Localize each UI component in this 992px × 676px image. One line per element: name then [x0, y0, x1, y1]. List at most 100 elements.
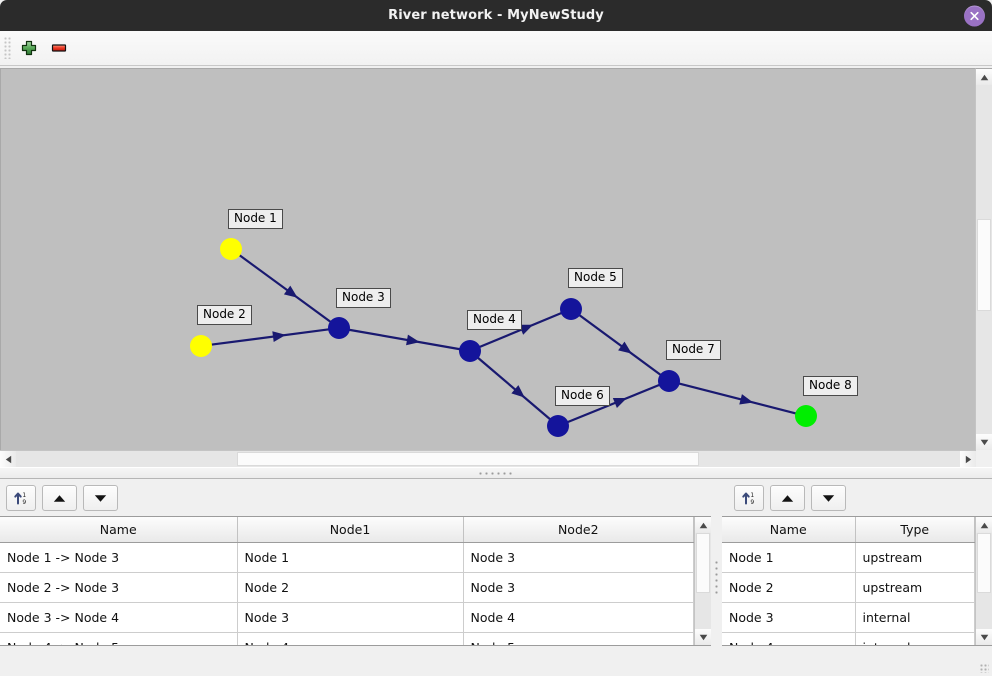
- arrow-down-icon: [822, 494, 835, 503]
- table-row[interactable]: Node 2upstream: [722, 573, 975, 603]
- table-cell[interactable]: internal: [855, 603, 975, 633]
- vertical-splitter[interactable]: [711, 479, 722, 676]
- graph-node-node-2[interactable]: [190, 335, 212, 357]
- nodes-vscroll-thumb[interactable]: [977, 533, 991, 593]
- branches-scroll-up-button[interactable]: [695, 517, 711, 533]
- graph-node-label-node-4[interactable]: Node 4: [467, 310, 522, 330]
- delete-node-button[interactable]: [44, 34, 74, 62]
- edge-Node5-Node7[interactable]: [579, 315, 661, 375]
- table-row[interactable]: Node 1upstream: [722, 543, 975, 573]
- graph-node-label-node-6[interactable]: Node 6: [555, 386, 610, 406]
- graph-node-node-6[interactable]: [547, 415, 569, 437]
- table-cell[interactable]: Node 4: [722, 633, 855, 646]
- table-cell[interactable]: Node 4: [463, 603, 694, 633]
- network-canvas[interactable]: Node 1 Node 2 Node 3 Node 4 Node 5 Node 6 Node…: [0, 68, 975, 450]
- branches-table[interactable]: NameNode1Node2Node 1 -> Node 3Node 1Node…: [0, 517, 694, 645]
- table-cell[interactable]: Node 2 -> Node 3: [0, 573, 237, 603]
- branches-scroll-down-button[interactable]: [695, 629, 711, 645]
- branches-vertical-scrollbar[interactable]: [694, 517, 711, 645]
- scroll-left-button[interactable]: [0, 451, 16, 467]
- table-row[interactable]: Node 2 -> Node 3Node 2Node 3: [0, 573, 694, 603]
- table-cell[interactable]: Node 3: [237, 603, 463, 633]
- canvas-vscroll-track[interactable]: [976, 85, 992, 434]
- graph-node-label-node-1[interactable]: Node 1: [228, 209, 283, 229]
- add-node-button[interactable]: [14, 34, 44, 62]
- branches-move-up-button[interactable]: [42, 485, 77, 511]
- graph-node-node-8[interactable]: [795, 405, 817, 427]
- graph-node-node-4[interactable]: [459, 340, 481, 362]
- column-header-node2[interactable]: Node2: [463, 517, 694, 543]
- table-cell[interactable]: Node 5: [463, 633, 694, 646]
- column-header-name[interactable]: Name: [0, 517, 237, 543]
- network-graph-panel: Node 1 Node 2 Node 3 Node 4 Node 5 Node 6 Node…: [0, 66, 992, 467]
- canvas-horizontal-scrollbar[interactable]: [0, 450, 976, 467]
- table-cell[interactable]: internal: [855, 633, 975, 646]
- nodes-move-down-button[interactable]: [811, 485, 846, 511]
- table-row[interactable]: Node 3 -> Node 4Node 3Node 4: [0, 603, 694, 633]
- canvas-hscroll-thumb[interactable]: [237, 452, 699, 466]
- edge-Node4-Node6[interactable]: [478, 357, 551, 419]
- close-button[interactable]: [964, 5, 985, 26]
- scroll-up-button[interactable]: [976, 69, 992, 85]
- resize-grip[interactable]: [980, 664, 989, 673]
- table-cell[interactable]: upstream: [855, 543, 975, 573]
- canvas-vertical-scrollbar[interactable]: [975, 68, 992, 450]
- graph-node-label-node-2[interactable]: Node 2: [197, 305, 252, 325]
- table-row[interactable]: Node 3internal: [722, 603, 975, 633]
- column-header-type[interactable]: Type: [855, 517, 975, 543]
- table-cell[interactable]: Node 1: [722, 543, 855, 573]
- graph-node-label-node-7[interactable]: Node 7: [666, 340, 721, 360]
- branches-sort-button[interactable]: 1 9: [6, 485, 36, 511]
- nodes-grid[interactable]: NameTypeNode 1upstreamNode 2upstreamNode…: [722, 517, 975, 645]
- sort-ascending-icon: 1 9: [13, 490, 29, 506]
- table-cell[interactable]: Node 1: [237, 543, 463, 573]
- edge-Node1-Node3[interactable]: [239, 255, 331, 322]
- graph-node-node-7[interactable]: [658, 370, 680, 392]
- table-cell[interactable]: Node 3: [722, 603, 855, 633]
- graph-node-node-1[interactable]: [220, 238, 242, 260]
- graph-node-label-node-5[interactable]: Node 5: [568, 268, 623, 288]
- table-cell[interactable]: Node 3 -> Node 4: [0, 603, 237, 633]
- horizontal-splitter[interactable]: [0, 467, 992, 479]
- canvas-vscroll-thumb[interactable]: [977, 219, 991, 311]
- table-cell[interactable]: upstream: [855, 573, 975, 603]
- vertical-splitter-grip: [715, 561, 718, 595]
- table-cell[interactable]: Node 2: [722, 573, 855, 603]
- branches-vscroll-track[interactable]: [695, 533, 711, 629]
- table-header-row: NameType: [722, 517, 975, 543]
- table-row[interactable]: Node 4 -> Node 5Node 4Node 5: [0, 633, 694, 646]
- table-cell[interactable]: Node 1 -> Node 3: [0, 543, 237, 573]
- graph-hscroll-row: [0, 450, 992, 467]
- nodes-move-up-button[interactable]: [770, 485, 805, 511]
- graph-node-node-3[interactable]: [328, 317, 350, 339]
- table-cell[interactable]: Node 3: [463, 543, 694, 573]
- table-row[interactable]: Node 1 -> Node 3Node 1Node 3: [0, 543, 694, 573]
- table-cell[interactable]: Node 4: [237, 633, 463, 646]
- edge-Node2-Node3[interactable]: [211, 329, 329, 344]
- graph-node-label-node-3[interactable]: Node 3: [336, 288, 391, 308]
- toolbar-drag-handle[interactable]: [4, 37, 11, 59]
- table-cell[interactable]: Node 2: [237, 573, 463, 603]
- table-cell[interactable]: Node 4 -> Node 5: [0, 633, 237, 646]
- graph-node-node-5[interactable]: [560, 298, 582, 320]
- table-cell[interactable]: Node 3: [463, 573, 694, 603]
- canvas-hscroll-track[interactable]: [16, 451, 960, 467]
- nodes-sort-button[interactable]: 1 9: [734, 485, 764, 511]
- column-header-node1[interactable]: Node1: [237, 517, 463, 543]
- edge-Node3-Node4[interactable]: [349, 330, 460, 350]
- branches-grid[interactable]: NameNode1Node2Node 1 -> Node 3Node 1Node…: [0, 517, 694, 645]
- nodes-scroll-down-button[interactable]: [976, 629, 992, 645]
- branches-vscroll-thumb[interactable]: [696, 533, 710, 593]
- edge-Node7-Node8[interactable]: [679, 383, 797, 413]
- scroll-down-button[interactable]: [976, 434, 992, 450]
- column-header-name[interactable]: Name: [722, 517, 855, 543]
- nodes-vertical-scrollbar[interactable]: [975, 517, 992, 645]
- nodes-table[interactable]: NameTypeNode 1upstreamNode 2upstreamNode…: [722, 517, 975, 645]
- scroll-right-button[interactable]: [960, 451, 976, 467]
- nodes-scroll-up-button[interactable]: [976, 517, 992, 533]
- table-row[interactable]: Node 4internal: [722, 633, 975, 646]
- graph-node-label-node-8[interactable]: Node 8: [803, 376, 858, 396]
- graph-row: Node 1 Node 2 Node 3 Node 4 Node 5 Node 6 Node…: [0, 68, 992, 450]
- nodes-vscroll-track[interactable]: [976, 533, 992, 629]
- branches-move-down-button[interactable]: [83, 485, 118, 511]
